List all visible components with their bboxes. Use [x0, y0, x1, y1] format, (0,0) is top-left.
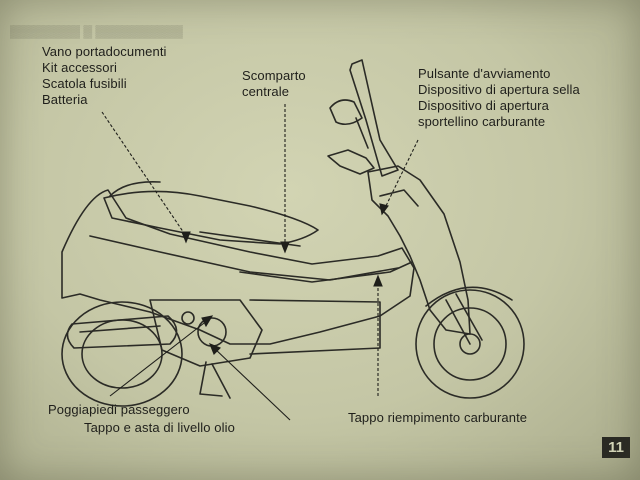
rear-body	[61, 189, 415, 345]
handlebar	[327, 149, 375, 175]
label-sportellino-carburante: sportellino carburante	[418, 114, 546, 129]
windscreen	[349, 59, 399, 177]
leader-olio	[213, 347, 291, 421]
arrow-pulsante	[379, 203, 389, 216]
arrow-poggiapiedi	[201, 315, 214, 328]
label-tappo-riempimento-carburante: Tappo riempimento carburante	[348, 410, 528, 425]
label-vano-portadocumenti: Vano portadocumenti	[42, 44, 167, 59]
center-stand	[199, 361, 231, 399]
seat	[103, 190, 319, 245]
floorboard	[239, 261, 413, 283]
rear-wheel	[61, 301, 183, 407]
label-top-right: Pulsante d'avviamento Dispositivo di ape…	[418, 66, 580, 130]
label-apertura-sella: Dispositivo di apertura sella	[418, 82, 580, 97]
label-centrale: centrale	[242, 84, 290, 99]
leader-poggiapiedi	[109, 319, 209, 397]
label-apertura: Dispositivo di apertura	[418, 98, 549, 113]
mirror	[329, 99, 363, 126]
label-batteria: Batteria	[42, 92, 88, 107]
arrow-tappo-carb	[373, 274, 383, 287]
muffler	[66, 315, 178, 349]
label-top-left: Vano portadocumenti Kit accessori Scatol…	[42, 44, 167, 108]
label-tappo-asta-olio: Tappo e asta di livello olio	[84, 420, 235, 435]
arrow-olio	[209, 343, 221, 355]
leader-vano	[101, 111, 187, 237]
label-pulsante-avviamento: Pulsante d'avviamento	[418, 66, 551, 81]
label-scomparto: Scomparto	[242, 68, 306, 83]
arrow-scomparto	[280, 241, 290, 254]
label-poggiapiedi-passeggero: Poggiapiedi passeggero	[48, 402, 190, 417]
front-wheel	[415, 289, 525, 399]
label-kit-accessori: Kit accessori	[42, 60, 117, 75]
page-number: 11	[602, 437, 630, 458]
engine	[149, 299, 263, 367]
arrow-vano	[181, 231, 191, 244]
label-top-center: Scomparto centrale	[242, 68, 306, 100]
leader-pulsante	[383, 139, 419, 211]
front-fairing	[367, 165, 471, 335]
label-scatola-fusibili: Scatola fusibili	[42, 76, 127, 91]
faint-bleedthrough: ▓▓▓▓▓▓▓▓ ▓ ▓▓▓▓▓▓▓▓▓▓	[10, 24, 183, 38]
